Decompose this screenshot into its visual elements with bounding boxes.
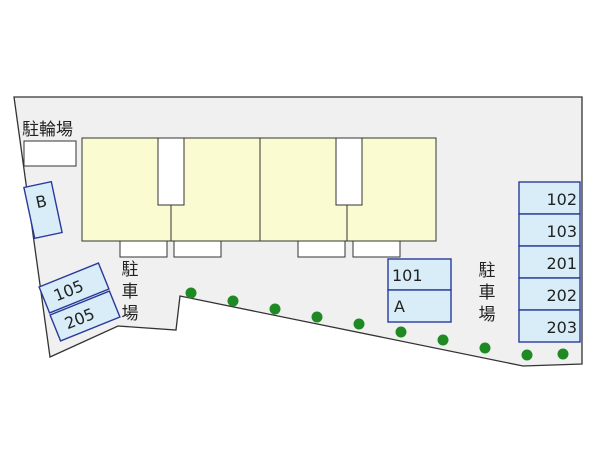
building-unit-3 [259, 137, 348, 242]
parking-label-right-char-1: 駐 [479, 261, 496, 281]
parking-space-103-label: 103 [546, 222, 577, 241]
parking-label-right: 駐 車 場 [479, 261, 496, 325]
parking-label-left: 駐 車 場 [122, 260, 139, 324]
parking-label-right-char-3: 場 [479, 305, 496, 325]
bicycle-parking-area [23, 140, 77, 167]
entrance-step-2 [173, 240, 222, 258]
building-unit-1 [81, 137, 172, 242]
parking-label-left-char-3: 場 [122, 304, 139, 324]
parking-space-201: 201 [518, 245, 581, 279]
tree-icon [227, 295, 239, 307]
tree-icon [479, 342, 491, 354]
parking-label-left-char-2: 車 [122, 282, 139, 302]
tree-icon [269, 303, 281, 315]
parking-space-205: 205 [49, 290, 121, 342]
parking-space-203: 203 [518, 309, 581, 343]
stairwell-2 [335, 137, 363, 206]
stairwell-1 [157, 137, 185, 206]
parking-space-b-label: B [34, 191, 49, 212]
parking-space-a: A [387, 289, 452, 323]
tree-row [185, 287, 569, 361]
tree-icon [185, 287, 197, 299]
parking-space-202-label: 202 [546, 286, 577, 305]
bicycle-parking-label: 駐輪場 [22, 120, 73, 140]
parking-space-103: 103 [518, 213, 581, 247]
parking-label-left-char-1: 駐 [122, 260, 139, 280]
parking-space-203-label: 203 [546, 318, 577, 337]
parking-space-a-label: A [394, 297, 405, 316]
building [81, 137, 437, 258]
tree-icon [557, 348, 569, 360]
parking-space-102: 102 [518, 181, 581, 215]
parking-space-101-label: 101 [392, 266, 423, 285]
parking-space-102-label: 102 [546, 190, 577, 209]
tree-icon [353, 318, 365, 330]
parking-space-201-label: 201 [546, 254, 577, 273]
parking-label-right-char-2: 車 [479, 283, 496, 303]
tree-icon [395, 326, 407, 338]
tree-icon [521, 349, 533, 361]
entrance-step-4 [352, 240, 401, 258]
parking-space-b: B [23, 180, 63, 240]
tree-icon [311, 311, 323, 323]
parking-space-202: 202 [518, 277, 581, 311]
entrance-step-1 [119, 240, 168, 258]
parking-space-101: 101 [387, 258, 452, 291]
entrance-step-3 [297, 240, 346, 258]
tree-icon [437, 334, 449, 346]
parking-space-105: 105 [38, 262, 110, 314]
